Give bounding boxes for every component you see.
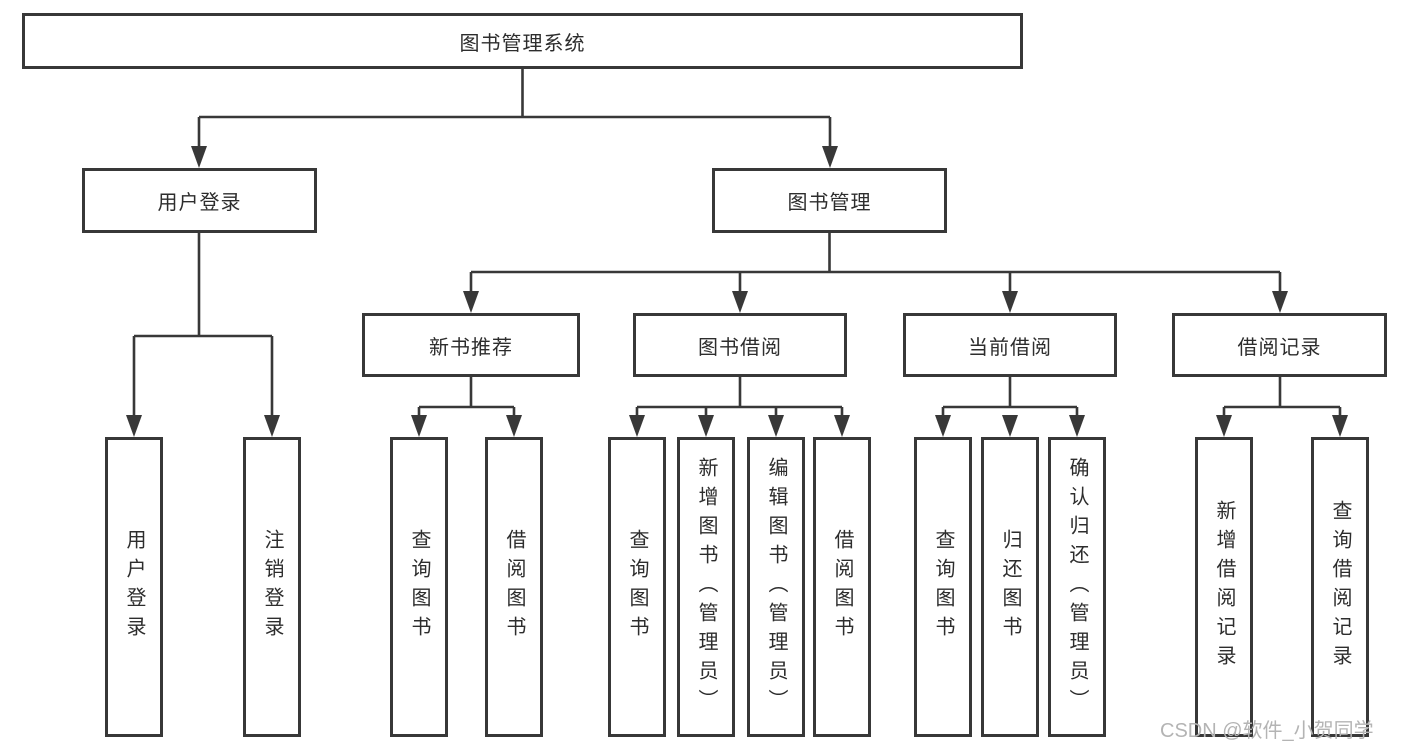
arrowhead-icon bbox=[506, 415, 522, 437]
arrowhead-icon bbox=[1332, 415, 1348, 437]
leaf-query-borrow-record: 查询借阅记录 bbox=[1311, 437, 1369, 737]
arrowhead-icon bbox=[1002, 415, 1018, 437]
leaf-borrow-books-recommend: 借阅图书 bbox=[485, 437, 543, 737]
arrowhead-icon bbox=[191, 146, 207, 168]
node-borrow-records: 借阅记录 bbox=[1172, 313, 1387, 377]
arrowhead-icon bbox=[1216, 415, 1232, 437]
arrowhead-icon bbox=[935, 415, 951, 437]
arrowhead-icon bbox=[126, 415, 142, 437]
arrowhead-icon bbox=[264, 415, 280, 437]
leaf-borrow-books: 借阅图书 bbox=[813, 437, 871, 737]
leaf-query-books-borrow-label: 查询图书 bbox=[626, 529, 648, 645]
node-user-login-module-label: 用户登录 bbox=[157, 192, 242, 214]
leaf-user-login-label: 用户登录 bbox=[123, 529, 145, 645]
leaf-edit-books-admin-label: 编辑图书（管理员） bbox=[765, 456, 787, 718]
arrowhead-icon bbox=[1002, 291, 1018, 313]
node-book-borrow-label: 图书借阅 bbox=[698, 336, 782, 359]
leaf-edit-books-admin: 编辑图书（管理员） bbox=[747, 437, 805, 737]
node-new-book-recommend-label: 新书推荐 bbox=[429, 336, 513, 359]
node-user-login-module: 用户登录 bbox=[82, 168, 317, 233]
leaf-add-books-admin: 新增图书（管理员） bbox=[677, 437, 735, 737]
leaf-query-books-current: 查询图书 bbox=[914, 437, 972, 737]
leaf-borrow-books-recommend-label: 借阅图书 bbox=[503, 529, 525, 645]
leaf-query-books-borrow: 查询图书 bbox=[608, 437, 666, 737]
leaf-add-borrow-record: 新增借阅记录 bbox=[1195, 437, 1253, 737]
leaf-return-books: 归还图书 bbox=[981, 437, 1039, 737]
node-root-system: 图书管理系统 bbox=[22, 13, 1023, 69]
leaf-logout-label: 注销登录 bbox=[261, 529, 283, 645]
arrowhead-icon bbox=[411, 415, 427, 437]
arrowhead-icon bbox=[822, 146, 838, 168]
leaf-add-borrow-record-label: 新增借阅记录 bbox=[1213, 500, 1235, 674]
arrowhead-icon bbox=[834, 415, 850, 437]
leaf-confirm-return-admin: 确认归还（管理员） bbox=[1048, 437, 1106, 737]
node-book-management-module: 图书管理 bbox=[712, 168, 947, 233]
node-borrow-records-label: 借阅记录 bbox=[1237, 336, 1322, 359]
leaf-query-books-recommend-label: 查询图书 bbox=[408, 529, 430, 645]
leaf-return-books-label: 归还图书 bbox=[999, 529, 1021, 645]
node-current-borrow: 当前借阅 bbox=[903, 313, 1117, 377]
leaf-add-books-admin-label: 新增图书（管理员） bbox=[695, 456, 717, 718]
node-current-borrow-label: 当前借阅 bbox=[968, 336, 1052, 359]
csdn-watermark: CSDN @软件_小贺同学 bbox=[1160, 720, 1374, 742]
arrowhead-icon bbox=[1272, 291, 1288, 313]
arrowhead-icon bbox=[629, 415, 645, 437]
node-root-system-label: 图书管理系统 bbox=[459, 32, 586, 55]
leaf-query-borrow-record-label: 查询借阅记录 bbox=[1329, 500, 1351, 674]
leaf-borrow-books-label: 借阅图书 bbox=[831, 529, 853, 645]
leaf-query-books-recommend: 查询图书 bbox=[390, 437, 448, 737]
node-new-book-recommend: 新书推荐 bbox=[362, 313, 580, 377]
arrowhead-icon bbox=[732, 291, 748, 313]
arrowhead-icon bbox=[463, 291, 479, 313]
leaf-logout: 注销登录 bbox=[243, 437, 301, 737]
leaf-query-books-current-label: 查询图书 bbox=[932, 529, 954, 645]
leaf-confirm-return-admin-label: 确认归还（管理员） bbox=[1066, 456, 1088, 718]
leaf-user-login: 用户登录 bbox=[105, 437, 163, 737]
arrowhead-icon bbox=[698, 415, 714, 437]
arrowhead-icon bbox=[768, 415, 784, 437]
arrowhead-icon bbox=[1069, 415, 1085, 437]
node-book-borrow: 图书借阅 bbox=[633, 313, 847, 377]
node-book-management-module-label: 图书管理 bbox=[787, 192, 872, 214]
